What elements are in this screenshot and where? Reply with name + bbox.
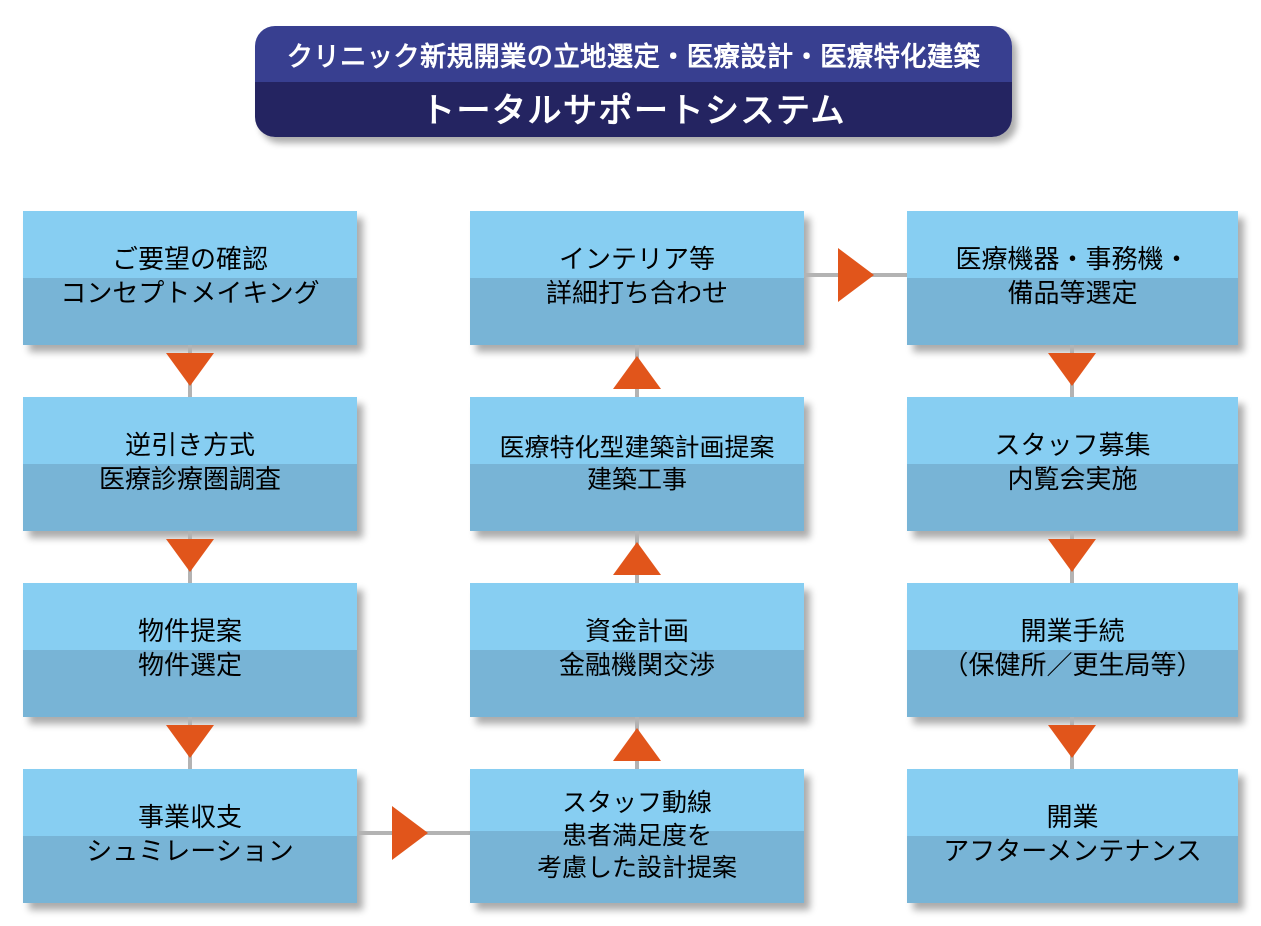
node-band-bottom (907, 650, 1238, 717)
arrow-down-c3-a3 (1048, 725, 1096, 758)
node-band-bottom (470, 464, 804, 531)
node-band-bottom (470, 831, 804, 903)
node-band-top (470, 583, 804, 650)
node-line-2: 内覧会実施 (1007, 465, 1138, 495)
flow-node-c2n1[interactable]: インテリア等 詳細打ち合わせ (470, 211, 804, 345)
node-labels: ご要望の確認 コンセプトメイキング (23, 211, 357, 345)
flow-node-c1n4[interactable]: 事業収支 シュミレーション (23, 769, 357, 903)
flow-node-c2n2[interactable]: 医療特化型建築計画提案 建築工事 (470, 397, 804, 531)
arrow-up-c2-a1 (613, 356, 661, 389)
node-line-1: 物件提案 (137, 617, 242, 648)
flow-node-c3n3[interactable]: 開業手続 （保健所／更生局等） (907, 583, 1238, 717)
node-line-1: スタッフ動線 (561, 788, 712, 818)
node-line-2: 金融機関交渉 (558, 651, 715, 681)
node-band-top (907, 211, 1238, 278)
node-band-top (907, 769, 1238, 836)
arrow-down-c1-a3 (166, 725, 214, 758)
node-band-top (470, 769, 804, 831)
flow-node-c1n2[interactable]: 逆引き方式 医療診療圏調査 (23, 397, 357, 531)
node-line-1: 事業収支 (137, 803, 242, 834)
node-line-1: 医療特化型建築計画提案 (499, 432, 775, 462)
node-labels: 開業 アフターメンテナンス (907, 769, 1238, 903)
flow-node-c3n2[interactable]: スタッフ募集 内覧会実施 (907, 397, 1238, 531)
node-labels: 医療機器・事務機・ 備品等選定 (907, 211, 1238, 345)
node-band-bottom (23, 836, 357, 903)
node-band-bottom (23, 278, 357, 345)
node-labels: スタッフ募集 内覧会実施 (907, 397, 1238, 531)
node-band-bottom (907, 278, 1238, 345)
node-band-bottom (470, 278, 804, 345)
flow-node-c2n3[interactable]: 資金計画 金融機関交渉 (470, 583, 804, 717)
arrow-down-c1-a1 (166, 353, 214, 386)
node-band-top (23, 769, 357, 836)
node-band-bottom (907, 836, 1238, 903)
banner-subtitle: クリニック新規開業の立地選定・医療設計・医療特化建築 (286, 41, 981, 73)
node-labels: 資金計画 金融機関交渉 (470, 583, 804, 717)
node-line-2: 物件選定 (137, 651, 242, 681)
title-banner: クリニック新規開業の立地選定・医療設計・医療特化建築 トータルサポートシステム (255, 26, 1012, 137)
node-band-top (470, 211, 804, 278)
flow-node-c1n1[interactable]: ご要望の確認 コンセプトメイキング (23, 211, 357, 345)
flow-node-c3n1[interactable]: 医療機器・事務機・ 備品等選定 (907, 211, 1238, 345)
node-line-2: 詳細打ち合わせ (545, 279, 728, 309)
node-labels: インテリア等 詳細打ち合わせ (470, 211, 804, 345)
node-line-2: （保健所／更生局等） (942, 651, 1203, 681)
flow-node-c3n4[interactable]: 開業 アフターメンテナンス (907, 769, 1238, 903)
node-band-bottom (23, 464, 357, 531)
node-labels: 逆引き方式 医療診療圏調査 (23, 397, 357, 531)
node-line-2: コンセプトメイキング (60, 279, 320, 309)
node-band-top (470, 397, 804, 464)
node-band-top (23, 583, 357, 650)
node-labels: 事業収支 シュミレーション (23, 769, 357, 903)
node-labels: 物件提案 物件選定 (23, 583, 357, 717)
arrow-down-c1-a2 (166, 539, 214, 572)
node-line-1: スタッフ募集 (994, 431, 1151, 462)
node-line-1: 開業手続 (1020, 617, 1125, 648)
node-band-top (23, 211, 357, 278)
node-band-bottom (470, 650, 804, 717)
node-line-2: アフターメンテナンス (943, 837, 1202, 867)
node-line-1: 資金計画 (584, 617, 689, 648)
node-line-2: 医療診療圏調査 (98, 465, 281, 495)
arrow-up-c2-a3 (613, 728, 661, 761)
node-line-1: ご要望の確認 (111, 245, 268, 276)
node-labels: 医療特化型建築計画提案 建築工事 (470, 397, 804, 531)
node-line-1: 医療機器・事務機・ (955, 245, 1190, 276)
flow-node-c1n3[interactable]: 物件提案 物件選定 (23, 583, 357, 717)
arrow-right-c1-to-c2 (392, 806, 428, 860)
node-line-1: 逆引き方式 (124, 431, 255, 462)
node-labels: スタッフ動線 患者満足度を 考慮した設計提案 (470, 769, 804, 903)
node-band-bottom (907, 464, 1238, 531)
node-band-bottom (23, 650, 357, 717)
arrow-down-c3-a2 (1048, 539, 1096, 572)
node-band-top (23, 397, 357, 464)
node-line-2: 患者満足度を (561, 820, 712, 850)
node-line-3: 考慮した設計提案 (536, 853, 737, 883)
arrow-down-c3-a1 (1048, 353, 1096, 386)
banner-title: トータルサポートシステム (421, 91, 846, 131)
node-line-2: 備品等選定 (1007, 279, 1138, 309)
arrow-right-c2-to-c3 (838, 248, 874, 302)
flow-node-c2n4[interactable]: スタッフ動線 患者満足度を 考慮した設計提案 (470, 769, 804, 903)
node-line-2: シュミレーション (86, 837, 294, 867)
node-line-1: 開業 (1046, 803, 1099, 834)
node-labels: 開業手続 （保健所／更生局等） (907, 583, 1238, 717)
banner-bottom-band: トータルサポートシステム (255, 82, 1012, 137)
node-band-top (907, 397, 1238, 464)
arrow-up-c2-a2 (613, 542, 661, 575)
banner-top-band: クリニック新規開業の立地選定・医療設計・医療特化建築 (255, 26, 1012, 82)
node-line-2: 建築工事 (586, 465, 687, 494)
node-band-top (907, 583, 1238, 650)
node-line-1: インテリア等 (558, 245, 715, 276)
